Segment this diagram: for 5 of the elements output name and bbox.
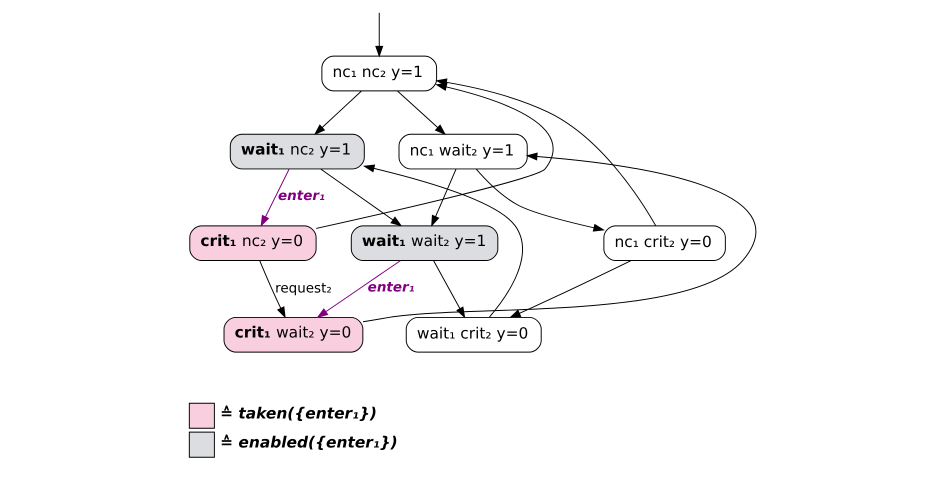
legend-label: ≙ enabled({enter₁}) — [220, 433, 398, 452]
edge-label: enter₁ — [278, 188, 325, 204]
edge-label: request₂ — [275, 280, 332, 297]
edge-label: enter₁ — [368, 280, 415, 296]
legend-label: ≙ taken({enter₁}) — [220, 404, 377, 422]
